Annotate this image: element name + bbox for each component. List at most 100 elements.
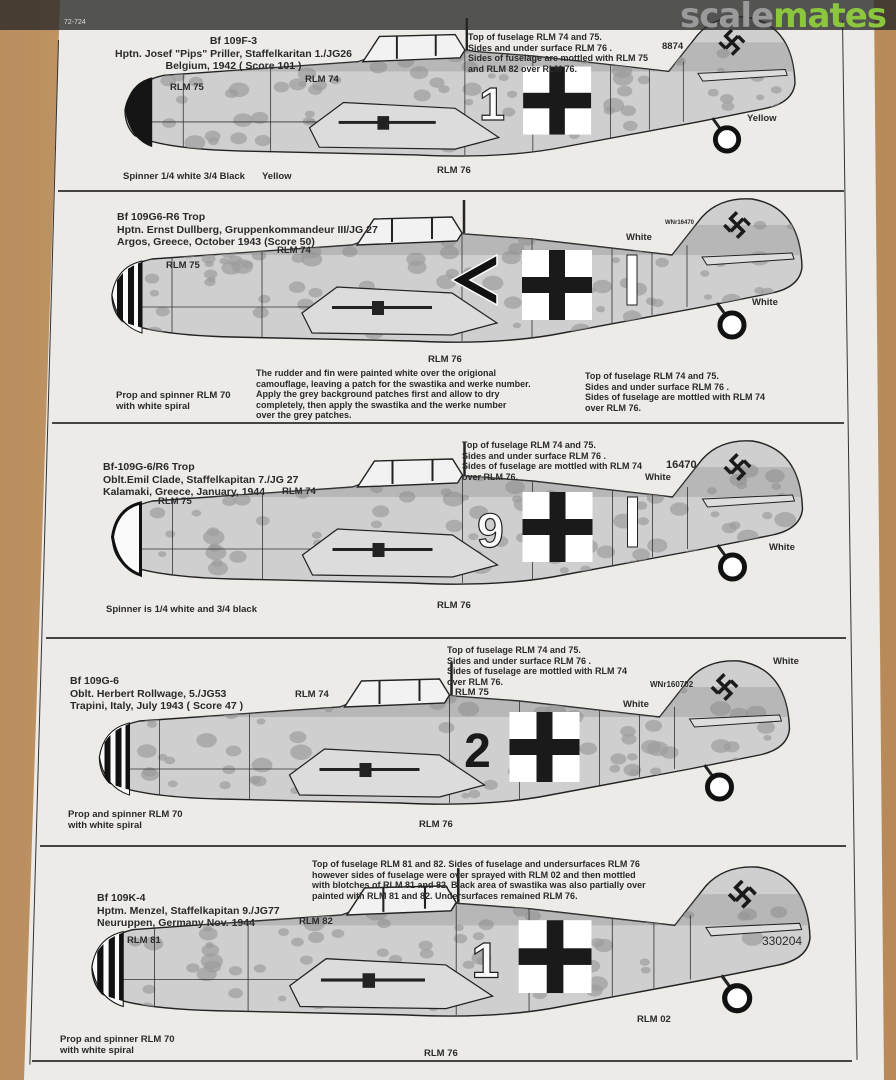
note-line: Top of fuselage RLM 74 and 75. [462, 440, 596, 450]
fuselage-number: 2 [464, 725, 491, 778]
aircraft-type: Bf 109G6-R6 Trop [117, 211, 206, 223]
spinner [125, 77, 153, 148]
panel-title: Bf 109K-4 Hptm. Menzel, Staffelkapitan 9… [97, 892, 280, 930]
tailplane [688, 714, 783, 728]
spinner-note: Prop and spinner RLM 70 with white spira… [68, 809, 183, 831]
balkenkreuz [522, 492, 593, 562]
panel-divider [52, 422, 844, 424]
tail-wheel [720, 974, 753, 1014]
callout-yellow-tail: Yellow [747, 113, 777, 124]
aircraft-type: Bf-109G-6/R6 Trop [103, 461, 195, 473]
canopy [355, 216, 463, 246]
logo-part: scale [680, 0, 774, 36]
note-line: over RLM 76. [462, 471, 519, 482]
watermark-bar [0, 0, 896, 30]
aircraft-type: Bf 109G-6 [70, 675, 120, 687]
panel-divider [40, 845, 846, 847]
pilot-unit: Oblt. Herbert Rollwage, 5./JG53 [70, 687, 227, 700]
callout-rlm02: RLM 02 [637, 1014, 671, 1025]
spinner-note: Spinner is 1/4 white and 3/4 black [106, 604, 257, 615]
panel-divider [32, 1060, 852, 1062]
paint-notes: Top of fuselage RLM 74 and 75. Sides and… [468, 32, 648, 74]
panel-lines [119, 697, 675, 803]
callout-rlm74: RLM 74 [305, 74, 339, 85]
note-line: however sides of fuselage were over spra… [312, 869, 636, 880]
pilot-unit: Hptn. Ernst Dullberg, Gruppenkommandeur … [117, 223, 378, 236]
callout-rlm76: RLM 76 [424, 1048, 458, 1059]
pilot-unit: Hptm. Menzel, Staffelkapitan 9./JG77 [97, 904, 280, 917]
note-line: Top of fuselage RLM 74 and 75. [585, 371, 719, 381]
callout-white-rudder: White [773, 656, 799, 667]
fuselage-bar [627, 496, 638, 548]
balkenkreuz [518, 920, 592, 994]
tail-wheel [711, 117, 742, 154]
tail-marking [710, 673, 739, 701]
werknummer: 330204 [762, 934, 803, 948]
tailplane [701, 494, 796, 508]
callout-yellow-nose: Yellow [262, 171, 292, 182]
panel-title: Bf-109G-6/R6 Trop Oblt.Emil Clade, Staff… [103, 461, 298, 499]
callout-rlm76: RLM 76 [428, 354, 462, 365]
callout-rlm74: RLM 74 [277, 245, 311, 256]
note-line: Sides and under surface RLM 76 . [585, 381, 730, 392]
note-line: Apply the grey background patches first … [256, 389, 500, 399]
wing [308, 101, 501, 150]
panel-title: Bf 109F-3 Hptn. Josef "Pips" Priller, St… [115, 35, 352, 73]
werknummer: WNr160702 [650, 680, 694, 689]
scalemates-logo: scalemates [680, 0, 887, 36]
location-date: Belgium, 1942 ( Score 101 ) [165, 60, 302, 72]
logo-part: mates [773, 0, 887, 36]
location-date: Neuruppen, Germany Nov. 1944 [97, 917, 255, 929]
spinner-spiral [104, 717, 130, 802]
canopy [361, 33, 466, 63]
location-date: Kalamaki, Greece, January, 1944 [103, 486, 266, 498]
sheet-code: 72-724 [64, 19, 86, 26]
aircraft-type: Bf 109F-3 [209, 35, 258, 47]
note-line: Sides of fuselage are mottled with RLM 7… [468, 53, 649, 63]
location-date: Argos, Greece, October 1943 (Score 50) [117, 236, 315, 248]
fuselage-number: 1 [479, 78, 505, 130]
wing [301, 286, 499, 336]
callout-rlm76: RLM 76 [437, 165, 471, 176]
callout-rlm82: RLM 82 [299, 916, 333, 927]
note-line: over the grey patches. [256, 410, 352, 420]
paint-notes: Top of fuselage RLM 74 and 75. Sides and… [447, 645, 627, 687]
callout-white-fuselage: White [623, 699, 649, 710]
note-line: camouflage, leaving a patch for the swas… [256, 378, 531, 389]
spinner [110, 501, 142, 578]
fuselage-number: 9 [477, 505, 504, 558]
rudder-instructions: The rudder and fin were painted white ov… [256, 368, 531, 421]
note-line: Sides and under surface RLM 76 . [462, 450, 607, 461]
tail-wheel [715, 302, 747, 340]
panel-divider [46, 637, 846, 639]
wing [288, 958, 495, 1010]
note-line: The rudder and fin were painted white ov… [256, 368, 497, 378]
tail-marking [723, 211, 751, 239]
panel-title: Bf 109G6-R6 Trop Hptn. Ernst Dullberg, G… [117, 211, 378, 249]
note-line: Sides and under surface RLM 76 . [447, 655, 592, 666]
spinner [98, 722, 130, 796]
note-line: over RLM 76. [447, 676, 504, 687]
callout-rlm76: RLM 76 [437, 600, 471, 611]
spinner-note: Prop and spinner RLM 70 with white spira… [60, 1034, 175, 1056]
werknummer: 16470 [666, 459, 697, 471]
tailplane [705, 922, 803, 937]
tailplane [697, 68, 788, 82]
aircraft-profile: 2 [98, 660, 791, 805]
callout-rlm81: RLM 81 [127, 935, 161, 946]
paint-notes: Top of fuselage RLM 74 and 75. Sides and… [585, 371, 765, 413]
note-line: Sides of fuselage are mottled with RLM 7… [447, 666, 628, 676]
callout-rlm75: RLM 75 [158, 496, 192, 507]
werknummer: WNr16470 [665, 220, 695, 226]
canopy [356, 458, 464, 488]
note-line: completely, then apply the swastika and … [256, 399, 507, 410]
note-line: Sides and under surface RLM 76 . [468, 42, 613, 53]
note-line: Top of fuselage RLM 74 and 75. [447, 645, 581, 655]
wing [288, 748, 486, 798]
location-date: Trapini, Italy, July 1943 ( Score 47 ) [70, 700, 244, 712]
note-line: Top of fuselage RLM 74 and 75. [468, 32, 602, 42]
note-line: over RLM 76. [585, 402, 642, 413]
aircraft-type: Bf 109K-4 [97, 892, 146, 904]
callout-rlm75: RLM 75 [166, 260, 200, 271]
note-line: Top of fuselage RLM 81 and 82. Sides of … [312, 859, 640, 869]
